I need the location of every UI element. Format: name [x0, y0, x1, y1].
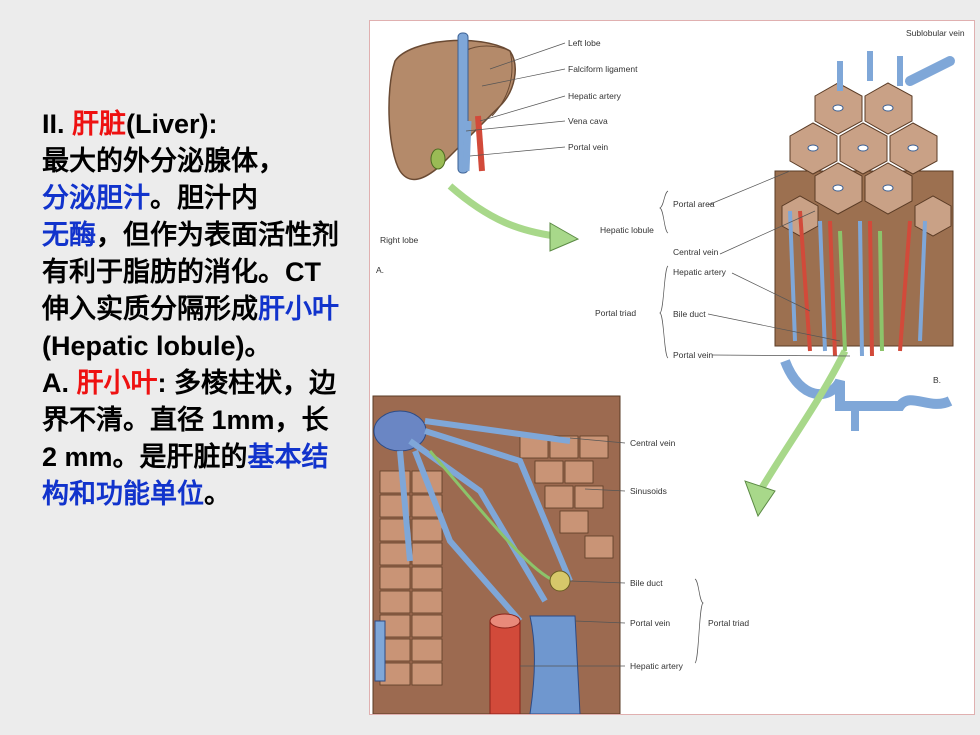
label-portal-triad-b: Portal triad — [595, 308, 636, 318]
label-portal-vein-b: Portal vein — [673, 350, 713, 360]
line-exocrine: 最大的外分泌腺体， — [42, 146, 285, 176]
subsection-number: A. — [42, 368, 77, 398]
section-number: II. — [42, 109, 73, 139]
label-hepatic-artery-b: Hepatic artery — [673, 267, 727, 277]
label-central-vein-c: Central vein — [630, 438, 676, 448]
label-hepatic-lobule: Hepatic lobule — [600, 225, 654, 235]
term-hepatic-lobule-en: (Hepatic lobule)。 — [42, 331, 272, 361]
label-panel-b: B. — [933, 375, 941, 385]
line-surfactant: ，但作为表面活性剂有利于脂肪的消化。CT伸入实质分隔形成 — [42, 220, 339, 324]
label-panel-a: A. — [376, 265, 384, 275]
panel-b-leaders — [659, 170, 851, 359]
label-portal-area: Portal area — [673, 199, 715, 209]
term-no-enzyme: 无酶 — [42, 220, 96, 250]
term-hepatic-lobule: 肝小叶 — [258, 294, 339, 324]
slide-text-block: II. 肝脏(Liver): 最大的外分泌腺体， 分泌胆汁。胆汁内 无酶，但作为… — [42, 106, 342, 513]
term-basic-unit: 基本结构和功能单位 — [42, 442, 329, 509]
label-sublobular-vein: Sublobular vein — [906, 28, 965, 38]
label-left-lobe: Left lobe — [568, 38, 601, 48]
panel-c-leaders — [520, 437, 704, 667]
term-bile-secretion: 分泌胆汁 — [42, 183, 150, 213]
panel-a-leaders — [465, 42, 566, 157]
label-bile-duct-b: Bile duct — [673, 309, 706, 319]
label-portal-vein-a: Portal vein — [568, 142, 608, 152]
label-central-vein-b: Central vein — [673, 247, 719, 257]
label-vena-cava: Vena cava — [568, 116, 608, 126]
label-right-lobe: Right lobe — [380, 235, 419, 245]
label-portal-vein-c: Portal vein — [630, 618, 670, 628]
figure-svg: Left lobe Falciform ligament Hepatic art… — [372, 28, 965, 714]
line-bile: 。胆汁内 — [150, 183, 258, 213]
line-end: 。 — [204, 479, 231, 509]
line-lobule-desc: : 多棱柱状，边界不清。直径 1mm，长 2 mm。是肝脏的 — [42, 368, 337, 472]
label-portal-triad-c: Portal triad — [708, 618, 749, 628]
lobule-detail-illustration — [372, 395, 621, 714]
label-bile-duct-c: Bile duct — [630, 578, 663, 588]
label-hepatic-artery-c: Hepatic artery — [630, 661, 684, 671]
liver-lobule-figure: Left lobe Falciform ligament Hepatic art… — [369, 20, 975, 715]
lobule-column-illustration — [744, 51, 955, 518]
term-liver: 肝脏 — [72, 109, 127, 139]
term-lobule-heading: 肝小叶 — [76, 368, 158, 398]
label-falciform-ligament: Falciform ligament — [568, 64, 638, 74]
term-liver-en: (Liver): — [126, 109, 218, 139]
label-hepatic-artery-a: Hepatic artery — [568, 91, 622, 101]
label-sinusoids: Sinusoids — [630, 486, 667, 496]
liver-illustration — [388, 32, 580, 252]
